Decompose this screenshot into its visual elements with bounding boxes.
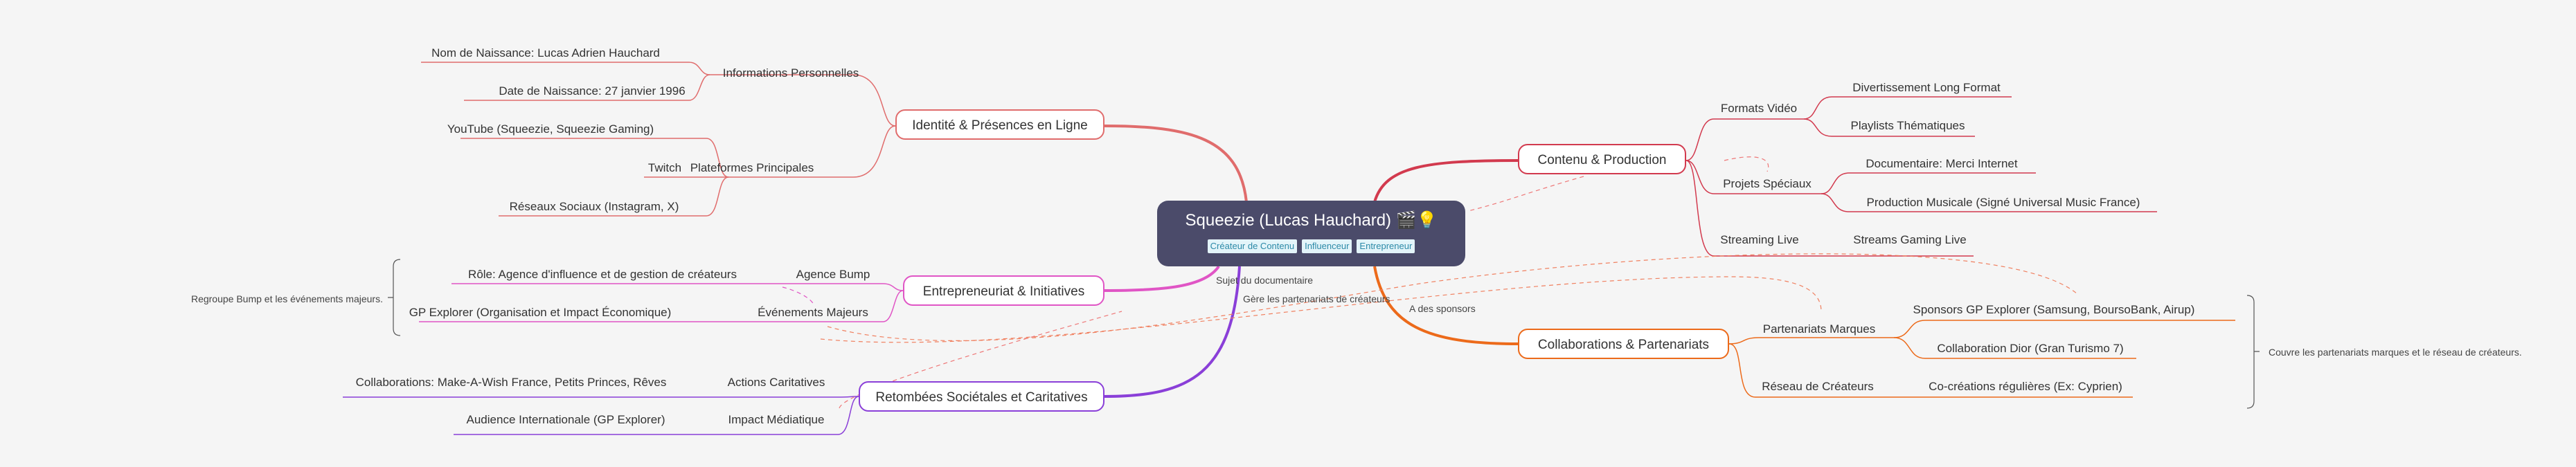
group-agence-bump[interactable]: Agence Bump <box>796 268 870 281</box>
summary-bracket-right <box>2246 295 2260 409</box>
leaf-reseaux-sociaux[interactable]: Réseaux Sociaux (Instagram, X) <box>509 200 679 213</box>
leaf-twitch[interactable]: Twitch <box>647 161 682 174</box>
group-reseau-createurs[interactable]: Réseau de Créateurs <box>1762 380 1874 393</box>
underline-playlists <box>1803 118 1975 137</box>
group-projets-speciaux[interactable]: Projets Spéciaux <box>1723 177 1812 190</box>
edge-soc-actions <box>717 396 859 398</box>
leaf-bump-role[interactable]: Rôle: Agence d'influence et de gestion d… <box>468 268 737 281</box>
relation-label-documentaire: Sujet du documentaire <box>1216 275 1314 286</box>
group-formats-video[interactable]: Formats Vidéo <box>1720 102 1798 115</box>
edge-root-contenu <box>1373 159 1519 203</box>
leaf-youtube[interactable]: YouTube (Squeezie, Squeezie Gaming) <box>447 122 654 136</box>
relation-documentaire-arrow <box>1724 156 1769 172</box>
underline-date <box>464 74 710 101</box>
edge-collab-marques <box>1728 337 1894 345</box>
root-node[interactable]: Squeezie (Lucas Hauchard) 🎬💡 Créateur de… <box>1157 201 1465 266</box>
group-infos-personnelles[interactable]: Informations Personnelles <box>722 66 859 80</box>
summary-bracket-left <box>388 259 401 336</box>
edge-root-collab <box>1373 266 1519 345</box>
leaf-gp-explorer[interactable]: GP Explorer (Organisation et Impact Écon… <box>409 306 672 319</box>
underline-youtube <box>460 138 729 178</box>
branch-collab[interactable]: Collaborations & Partenariats <box>1518 329 1729 359</box>
tag-influenceur: Influenceur <box>1302 239 1352 253</box>
summary-collab: Couvre les partenariats marques et le ré… <box>2269 347 2522 358</box>
underline-divert <box>1803 96 2012 120</box>
leaf-collaborations-caritatives[interactable]: Collaborations: Make-A-Wish France, Peti… <box>355 376 667 389</box>
leaf-divertissement[interactable]: Divertissement Long Format <box>1852 81 2001 94</box>
tag-entrepreneur: Entrepreneur <box>1357 239 1415 253</box>
edge-collab-reseau <box>1728 343 2133 398</box>
root-tags: Créateur de Contenu Influenceur Entrepre… <box>1157 239 1465 253</box>
group-actions-caritatives[interactable]: Actions Caritatives <box>727 376 825 389</box>
edge-root-identity <box>1104 125 1248 203</box>
tag-createur: Créateur de Contenu <box>1207 239 1298 253</box>
edge-root-entrepreneuriat <box>1104 265 1220 292</box>
group-streaming-live[interactable]: Streaming Live <box>1720 233 1799 246</box>
leaf-sponsors-gp[interactable]: Sponsors GP Explorer (Samsung, BoursoBan… <box>1913 303 2195 316</box>
edge-entre-bump <box>777 283 904 291</box>
leaf-nom-naissance[interactable]: Nom de Naissance: Lucas Adrien Hauchard <box>431 46 660 59</box>
leaf-production-musicale[interactable]: Production Musicale (Signé Universal Mus… <box>1866 196 2140 209</box>
branch-identity[interactable]: Identité & Présences en Ligne <box>895 109 1104 140</box>
underline-merci <box>1821 172 2036 194</box>
leaf-collaboration-dior[interactable]: Collaboration Dior (Gran Turismo 7) <box>1937 342 2124 355</box>
relation-documentaire <box>1467 176 1584 212</box>
edge-entre-events <box>735 290 904 322</box>
underline-reseaux <box>499 176 729 217</box>
edge-identity-infos <box>852 74 896 127</box>
root-title: Squeezie (Lucas Hauchard) 🎬💡 <box>1185 211 1438 230</box>
relation-bump <box>782 286 814 305</box>
relation-caritatif <box>839 311 1122 409</box>
leaf-streams-gaming[interactable]: Streams Gaming Live <box>1853 233 1967 246</box>
leaf-documentaire[interactable]: Documentaire: Merci Internet <box>1866 157 2018 170</box>
summary-entrepreneuriat: Regroupe Bump et les événements majeurs. <box>190 293 383 304</box>
branch-entrepreneuriat[interactable]: Entrepreneuriat & Initiatives <box>903 275 1104 306</box>
leaf-audience-internationale[interactable]: Audience Internationale (GP Explorer) <box>466 413 665 426</box>
edge-contenu-formats <box>1685 118 1804 161</box>
edge-root-societal <box>1104 266 1241 398</box>
branch-societal[interactable]: Retombées Sociétales et Caritatives <box>859 381 1104 412</box>
edge-soc-impact <box>717 396 859 435</box>
relation-label-sponsors: A des sponsors <box>1409 303 1476 314</box>
leaf-co-creations[interactable]: Co-créations régulières (Ex: Cyprien) <box>1929 380 2122 393</box>
leaf-playlists[interactable]: Playlists Thématiques <box>1850 119 1965 132</box>
relation-gere <box>827 253 2078 341</box>
branch-contenu[interactable]: Contenu & Production <box>1518 144 1686 174</box>
group-impact-mediatique[interactable]: Impact Médiatique <box>728 413 825 426</box>
leaf-date-naissance[interactable]: Date de Naissance: 27 janvier 1996 <box>499 84 686 98</box>
edge-contenu-streaming <box>1685 160 1974 257</box>
relation-label-gere: Gère les partenariats de créateurs <box>1243 293 1390 304</box>
underline-musique <box>1821 193 2157 212</box>
group-partenariats-marques[interactable]: Partenariats Marques <box>1762 322 1876 336</box>
edge-identity-plateformes <box>728 125 896 178</box>
group-plateformes[interactable]: Plateformes Principales <box>690 161 814 174</box>
underline-dior <box>1893 337 2136 359</box>
edge-contenu-projets <box>1685 160 1821 194</box>
group-evenements[interactable]: Événements Majeurs <box>758 306 868 319</box>
underline-sponsors <box>1893 320 2235 338</box>
